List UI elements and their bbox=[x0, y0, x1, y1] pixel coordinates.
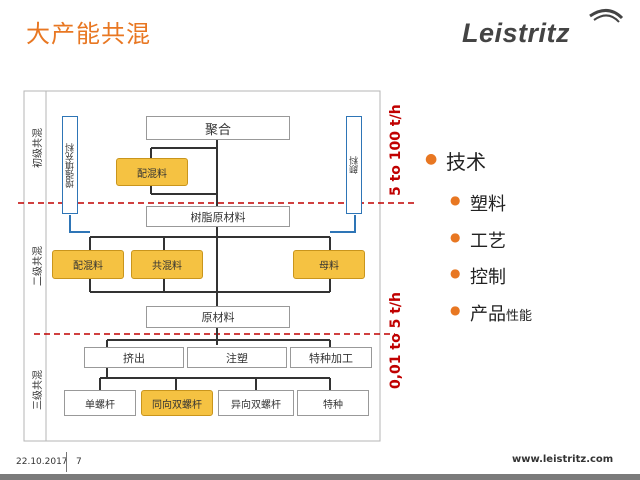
node-injection: 注塑 bbox=[187, 347, 287, 368]
capacity-high: 5 to 100 t/h bbox=[388, 104, 404, 196]
pigment-label: 颜料 bbox=[349, 156, 360, 174]
node-resin-raw: 树脂原材料 bbox=[146, 206, 290, 227]
bullet-performance: 性能 bbox=[506, 309, 533, 324]
bullet-dot-icon: ● bbox=[450, 193, 461, 207]
reinforce-filler-label: 增强填充料 bbox=[65, 142, 76, 188]
bullet-item-last: 产品性能 bbox=[470, 300, 532, 326]
stage-label-primary: 初级共混 bbox=[33, 128, 44, 168]
capacity-low: 0,01 to 5 t/h bbox=[388, 292, 404, 389]
node-special-processing: 特种加工 bbox=[290, 347, 372, 368]
company-logo: Leistritz bbox=[462, 9, 624, 50]
logo-text: Leistritz bbox=[462, 18, 571, 48]
node-blend: 共混料 bbox=[131, 250, 203, 279]
footer-page-number: 7 bbox=[76, 457, 82, 467]
bullet-item: 控制 bbox=[470, 267, 506, 288]
node-reinforce-filler: 增强填充料 bbox=[62, 116, 78, 214]
logo-swoosh-icon bbox=[589, 9, 624, 23]
node-counter-rotating-twin: 异向双螺杆 bbox=[218, 390, 294, 416]
bullet-dot-icon: ● bbox=[450, 303, 461, 317]
node-polymerization: 聚合 bbox=[146, 116, 290, 140]
process-diagram: 初级共混 二级共混 三级共混 聚合 配混料 增强填充料 颜料 树脂原材料 配混料… bbox=[18, 90, 415, 442]
node-compounding-1: 配混料 bbox=[116, 158, 188, 186]
bullet-dot-icon: ● bbox=[450, 266, 461, 280]
node-single-screw: 单螺杆 bbox=[64, 390, 136, 416]
bullet-product: 产品 bbox=[470, 304, 506, 325]
stage-label-secondary: 二级共混 bbox=[33, 246, 44, 286]
bullet-item: 塑料 bbox=[470, 194, 506, 215]
footer-date: 22.10.2017 bbox=[16, 457, 68, 467]
node-pigment: 颜料 bbox=[346, 116, 362, 214]
stage-label-tertiary: 三级共混 bbox=[33, 370, 44, 410]
bullet-dot-icon: ● bbox=[425, 151, 438, 167]
node-compounding-2: 配混料 bbox=[52, 250, 124, 279]
node-extrusion: 挤出 bbox=[84, 347, 184, 368]
node-masterbatch: 母料 bbox=[293, 250, 365, 279]
node-co-rotating-twin: 同向双螺杆 bbox=[141, 390, 213, 416]
bullet-dot-icon: ● bbox=[450, 230, 461, 244]
node-special: 特种 bbox=[297, 390, 369, 416]
bullet-item: 工艺 bbox=[470, 231, 506, 252]
bullet-main: 技术 bbox=[446, 150, 486, 174]
footer-url: www.leistritz.com bbox=[512, 454, 614, 465]
page-title: 大产能共混 bbox=[26, 20, 151, 48]
footer-divider bbox=[66, 452, 67, 472]
footer-bar bbox=[0, 474, 640, 480]
node-raw-material: 原材料 bbox=[146, 306, 290, 328]
